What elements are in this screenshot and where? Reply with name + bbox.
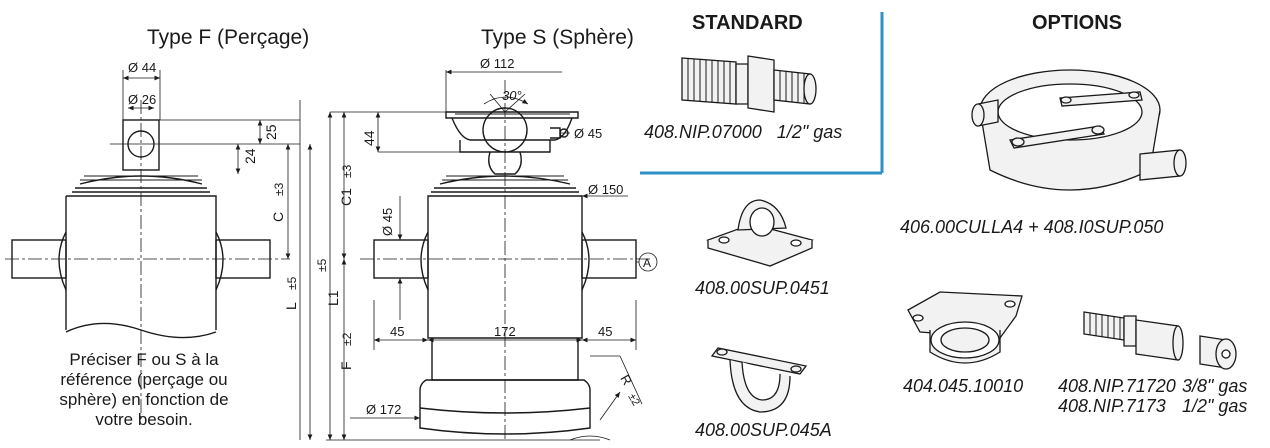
- nipple-07000-image: [681, 55, 817, 113]
- part-ref-culla4: 406.00CULLA4 + 408.I0SUP.050: [900, 217, 1164, 237]
- type-note: Préciser F ou S à la référence (perçage …: [59, 350, 229, 429]
- dim-s-r: R: [617, 372, 635, 388]
- circle-a-label: A: [643, 256, 651, 270]
- dim-s-c1-tol: ±3: [340, 164, 354, 178]
- part-ref-7173: 408.NIP.7173: [1058, 396, 1166, 416]
- dim-f-l-tol: ±5: [285, 276, 299, 290]
- dim-f-c: C: [270, 212, 286, 222]
- dim-s-d112: Ø 112: [480, 56, 514, 71]
- dim-s-w172: 172: [494, 324, 516, 339]
- dim-s-44: 44: [361, 130, 377, 146]
- cylinder-type-s: [360, 80, 650, 441]
- dim-f-l: L: [283, 302, 299, 310]
- dim-f-c-tol: ±3: [272, 182, 286, 196]
- cylinder-type-f: [5, 100, 300, 420]
- dimensions-type-s: [326, 69, 658, 441]
- dim-s-w45-right: 45: [598, 324, 612, 339]
- part-spec-71720: 3/8" gas: [1182, 376, 1248, 396]
- nipple-71720-image: [1083, 311, 1184, 361]
- part-ref-045a: 408.00SUP.045A: [695, 420, 832, 440]
- dim-s-r-tol: ±2: [625, 392, 641, 409]
- part-ref-0451: 408.00SUP.0451: [695, 278, 830, 298]
- dim-s-c1: C1: [338, 188, 354, 206]
- dim-s-d45-side: Ø 45: [380, 208, 395, 236]
- dim-f-24: 24: [242, 148, 258, 164]
- type-f-title: Type F (Perçage): [147, 26, 310, 49]
- dim-s-f-tol: ±2: [340, 332, 354, 346]
- dim-s-f: F: [338, 361, 354, 370]
- nipple-07000-threads: [687, 58, 805, 104]
- dim-s-l1: L1: [325, 290, 341, 306]
- options-header: OPTIONS: [1032, 12, 1123, 34]
- part-ref-code: 408.NIP.07000: [644, 122, 762, 142]
- dim-s-d45-top: Ø 45: [574, 126, 602, 141]
- part-spec-7173: 1/2" gas: [1182, 396, 1248, 416]
- flange-10010-image: [907, 291, 1023, 364]
- support-045a-image: [710, 347, 808, 413]
- neck-ribs-s: [442, 113, 570, 181]
- nipple-7173-image: [1199, 335, 1237, 370]
- standard-separator: [640, 12, 884, 175]
- part-ref-10010: 404.045.10010: [903, 376, 1024, 396]
- dim-f-d26: Ø 26: [128, 92, 156, 107]
- support-0451-image: [705, 199, 814, 267]
- dimensions-type-f: [122, 70, 313, 440]
- dim-s-d172: Ø 172: [366, 402, 401, 417]
- standard-header: STANDARD: [692, 12, 803, 34]
- dim-f-25: 25: [263, 124, 279, 140]
- dim-s-l1-tol: ±5: [315, 258, 329, 272]
- dim-s-w45-left: 45: [390, 324, 404, 339]
- part-ref-71720: 408.NIP.71720: [1058, 376, 1176, 396]
- dim-s-angle: 30°: [502, 88, 522, 103]
- part-ref-07000: 408.NIP.07000 1/2" gas: [644, 122, 842, 143]
- dim-s-d150: Ø 150: [588, 182, 623, 197]
- neck-ribs-f: [80, 175, 202, 181]
- nipple-71720-threads: [1089, 313, 1121, 339]
- dim-f-d44: Ø 44: [128, 60, 156, 75]
- type-s-title: Type S (Sphère): [481, 26, 634, 49]
- part-ref-spec: 1/2" gas: [776, 122, 843, 142]
- cradle-culla4-image: [971, 69, 1187, 191]
